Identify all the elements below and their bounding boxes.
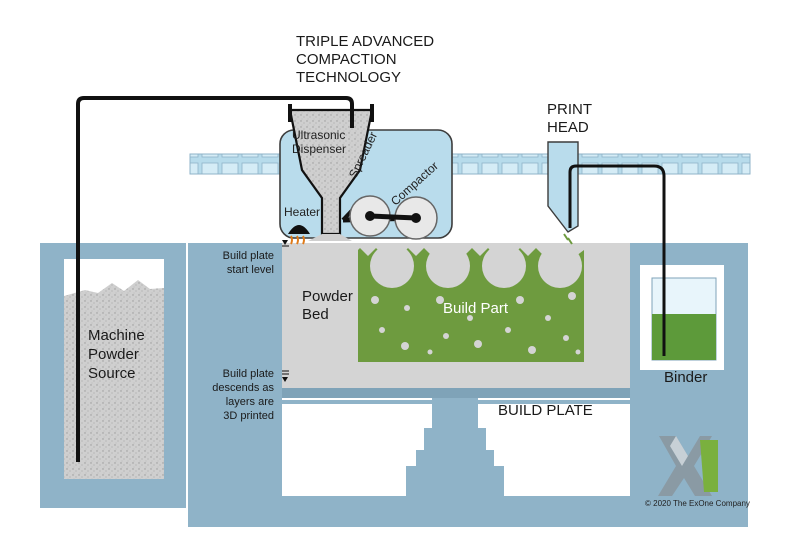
ultrasonic-dispenser-label: Ultrasonic Dispenser [292, 128, 347, 156]
build-plate [282, 388, 630, 398]
copyright-text: © 2020 The ExOne Company [645, 499, 750, 508]
machine-frame [188, 243, 748, 527]
machine-powder-source-label: Machine Powder Source [88, 327, 145, 382]
powder-source-fill [64, 280, 164, 479]
build-plate-descends-label: Build plate descends as layers are 3D pr… [212, 368, 274, 422]
build-part [358, 244, 584, 362]
print-head-label: PRINT HEAD [547, 101, 592, 136]
arrow-up-icon [282, 240, 289, 247]
heater-icon [288, 225, 310, 245]
gantry-rail [189, 153, 751, 175]
powder-feed-tube [76, 96, 354, 462]
binder-feed-tube [568, 164, 666, 356]
heater-label: Heater [284, 205, 321, 219]
spreader-compactor [341, 195, 438, 240]
binder-fluid [652, 314, 716, 360]
build-plate-label: BUILD PLATE [498, 402, 593, 419]
arrow-down-icon [282, 370, 289, 382]
print-head [547, 141, 579, 233]
binder-label: Binder [664, 369, 708, 386]
triple-compaction-label: TRIPLE ADVANCED COMPACTION TECHNOLOGY [296, 33, 435, 86]
build-part-label: Build Part [443, 300, 509, 317]
exone-logo [658, 436, 718, 496]
build-plate-pedestal [406, 398, 504, 496]
build-plate-start-label: Build plate start level [222, 250, 274, 276]
powder-bed-label: Powder Bed [302, 288, 353, 323]
